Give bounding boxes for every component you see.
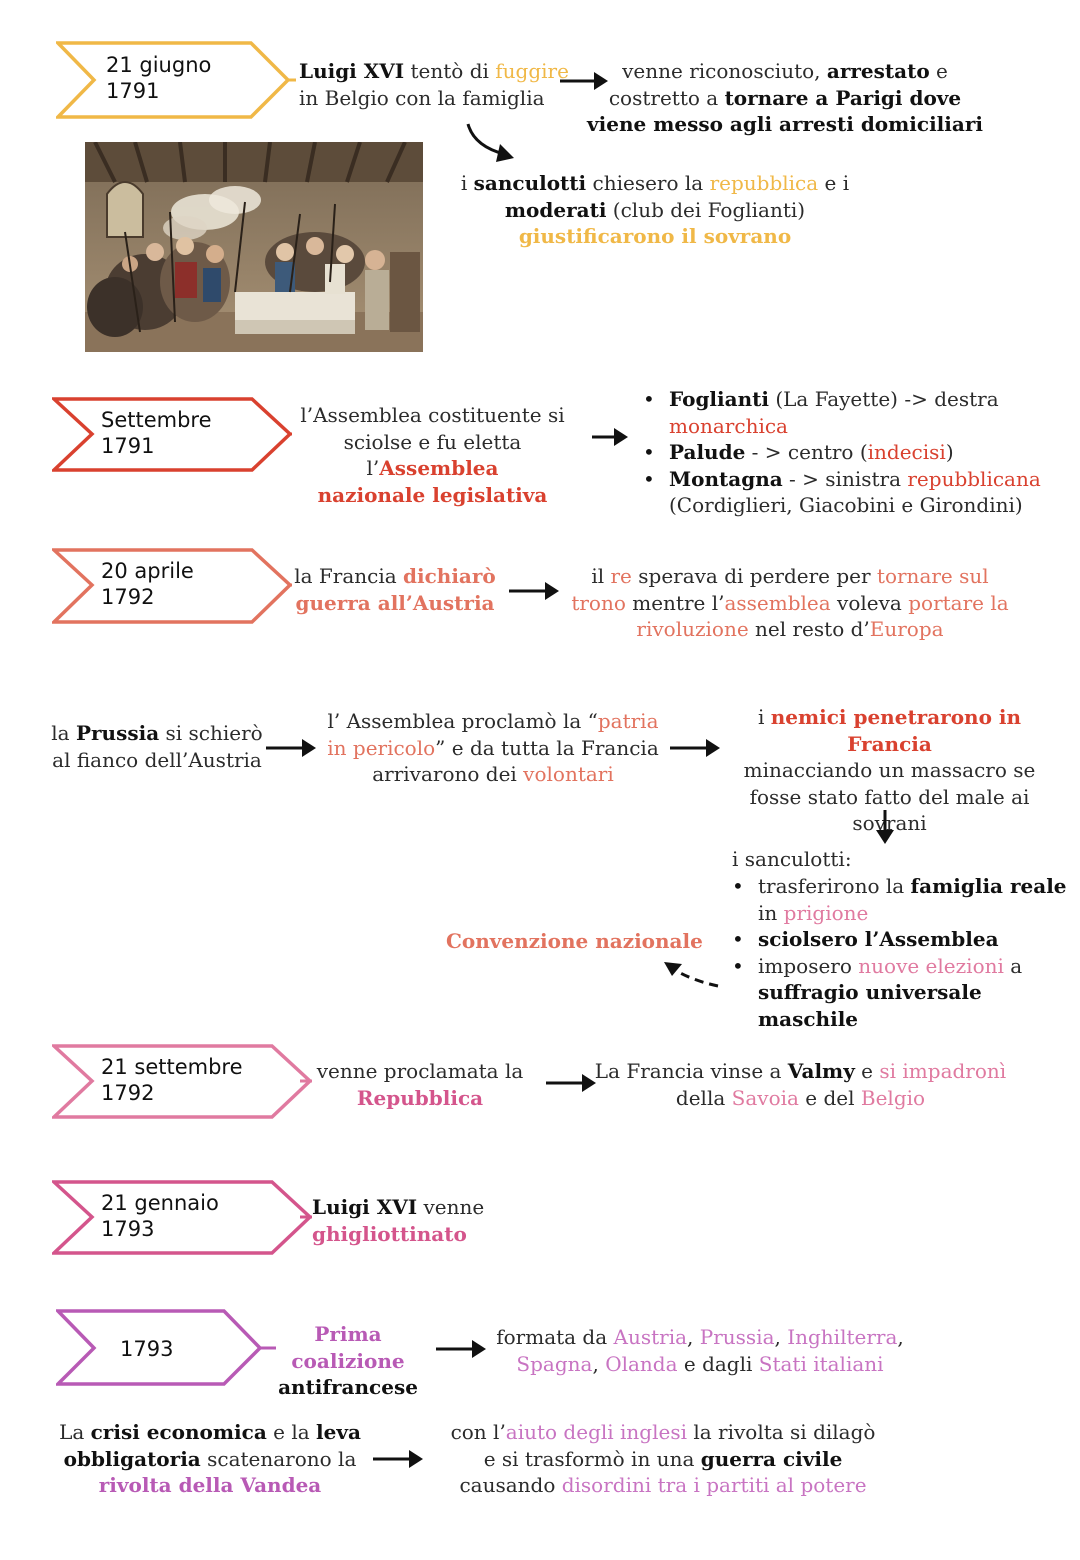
- consequence-text: venne riconosciuto, arrestato e costrett…: [587, 59, 983, 136]
- right-arrow: [670, 739, 720, 757]
- event-text: La crisi economica e la leva obbligatori…: [59, 1420, 361, 1497]
- event-text: Luigi XVI venne ghigliottinato: [312, 1195, 485, 1246]
- event-text: Prima coalizione antifrancese: [278, 1322, 418, 1399]
- event-text: la Prussia si schierò al fianco dell’Aus…: [51, 721, 263, 772]
- event-text: l’Assemblea costituente si sciolse e fu …: [300, 403, 565, 507]
- consequence-text: i nemici penetrarono in Francia minaccia…: [743, 705, 1036, 835]
- consequence-text: il re sperava di perdere per tornare sul…: [571, 564, 1009, 641]
- consequence-text: formata da Austria, Prussia, Inghilterra…: [496, 1325, 904, 1376]
- right-arrow: [266, 739, 316, 757]
- list-item: Foglianti (La Fayette) -> destramonarchi…: [641, 386, 1061, 439]
- consequence-text: La Francia vinse a Valmy e si impadronì …: [594, 1059, 1007, 1110]
- event-text: l’ Assemblea proclamò la “patria in peri…: [327, 709, 659, 786]
- right-arrow: [373, 1450, 423, 1468]
- reaction-text: i sanculotti chiesero la repubblica e i …: [460, 171, 850, 248]
- chevron-date-tag: [52, 397, 292, 472]
- connector-line: [258, 1346, 276, 1350]
- date-label: 1793: [120, 1337, 174, 1361]
- right-arrow: [509, 582, 559, 600]
- varennes-arrest-image: [85, 142, 423, 352]
- chevron-date-tag: [56, 41, 296, 119]
- event-text: la Francia dichiarò guerra all’Austria: [294, 564, 496, 615]
- convention-label: Convenzione nazionale: [446, 929, 703, 953]
- down-arrow: [876, 810, 894, 844]
- chevron-date-tag: [52, 548, 292, 624]
- sanculotti-heading: i sanculotti:: [732, 847, 852, 871]
- event-text: Luigi XVI tentò di fuggire in Belgio con…: [299, 59, 569, 110]
- chevron-date-tag: [52, 1180, 312, 1255]
- list-item: sciolsero l’Assemblea: [730, 926, 1070, 953]
- event-text: venne proclamata la Repubblica: [316, 1059, 524, 1110]
- right-arrow: [546, 1074, 596, 1092]
- right-arrow: [560, 72, 608, 90]
- dashed-arrow: [664, 962, 719, 988]
- right-arrow: [436, 1340, 486, 1358]
- curved-arrow: [466, 123, 514, 162]
- factions-list: Foglianti (La Fayette) -> destramonarchi…: [641, 386, 1061, 519]
- list-item: Palude - > centro (indecisi): [641, 439, 1061, 466]
- consequence-text: con l’aiuto degli inglesi la rivolta si …: [450, 1420, 876, 1497]
- right-arrow: [592, 428, 628, 446]
- chevron-date-tag: [52, 1044, 312, 1119]
- list-item: Montagna - > sinistra repubblicana(Cordi…: [641, 466, 1061, 519]
